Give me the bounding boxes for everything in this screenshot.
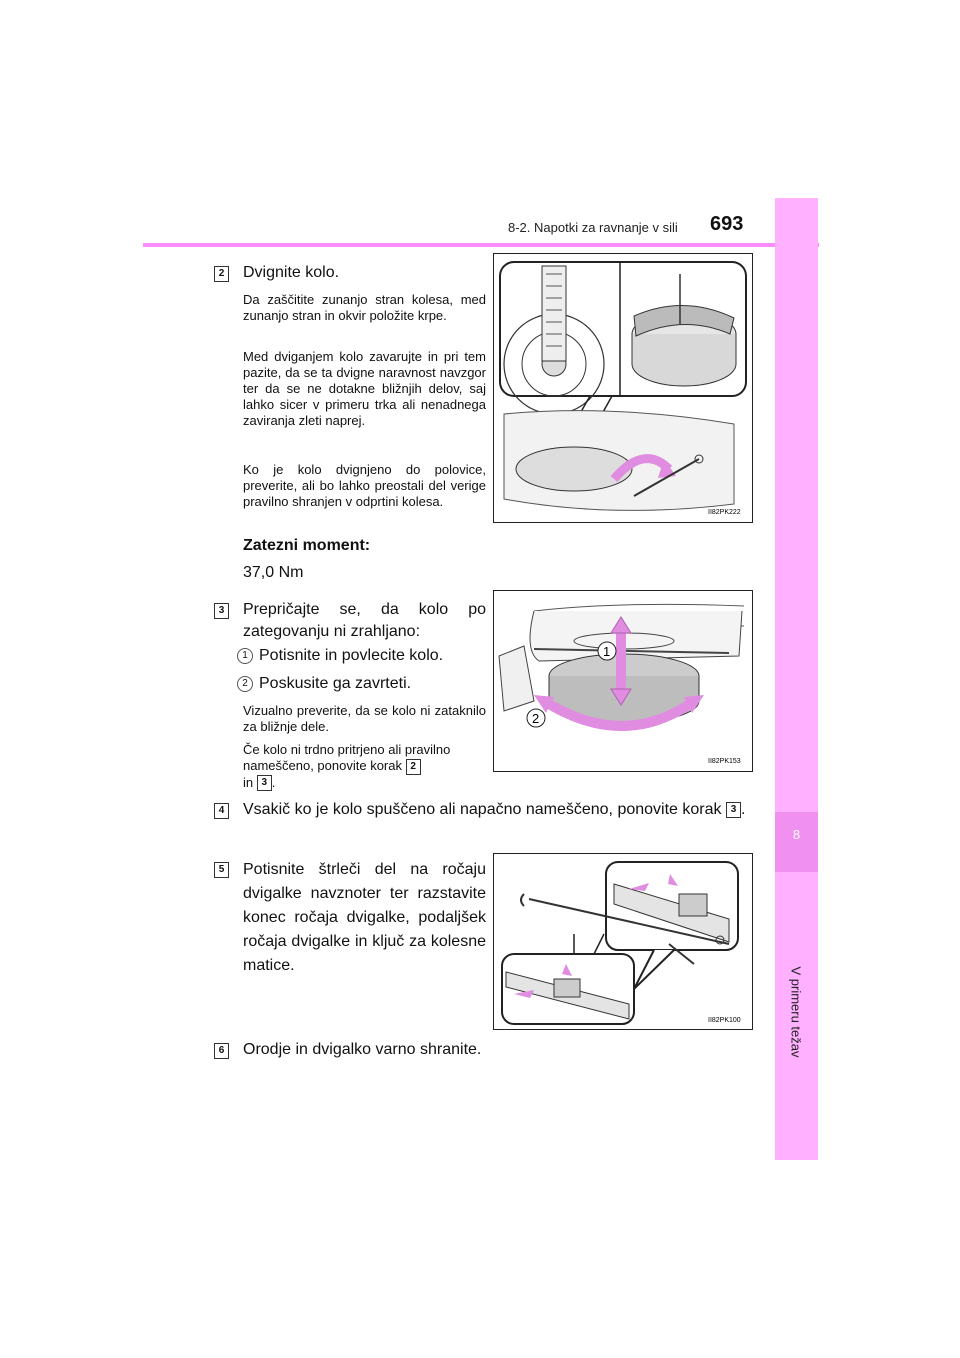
- wheel-lift-illustration: II82PK222: [499, 261, 747, 516]
- wheel-check-illustration: 1 2 II82PK153: [498, 603, 745, 765]
- ref-step-3[interactable]: 3: [256, 775, 272, 792]
- chapter-title: V primeru težav: [788, 966, 804, 1058]
- step-5-title: Potisnite štrleči del na ročaju dvigalke…: [243, 861, 486, 974]
- step-2-note-2: Med dviganjem kolo zavarujte in pri tem …: [243, 349, 486, 428]
- step-3-title: Prepričajte se, da kolo po zategovanju n…: [243, 601, 486, 640]
- page-number: 693: [710, 213, 744, 235]
- ref-period: .: [271, 774, 276, 790]
- step-4-text: Vsakič ko je kolo spuščeno ali napačno n…: [243, 799, 751, 821]
- figure-code-1: II82PK222: [708, 509, 741, 516]
- substep-1-text: Potisnite in povlecite kolo.: [259, 647, 444, 664]
- figure-code-2: II82PK153: [708, 758, 741, 765]
- section-title: 8-2. Napotki za ravnanje v sili: [508, 220, 678, 235]
- figure-label-1: 1: [603, 644, 610, 659]
- ref-step-2[interactable]: 2: [405, 758, 421, 775]
- step-2-note-1: Da zaščitite zunanjo stran kolesa, med z…: [243, 292, 486, 323]
- step-6-title: Orodje in dvigalko varno shranite.: [243, 1041, 482, 1058]
- ref-in-word: in: [243, 774, 254, 790]
- step-3-note-2: Če kolo ni trdno pritrjeno ali pravilno …: [243, 742, 501, 792]
- chapter-tab: [775, 198, 818, 1160]
- step-2-note-3: Ko je kolo dvignjeno do polovice, prever…: [243, 462, 486, 509]
- step-number-3: 3: [214, 603, 229, 619]
- step-number-2: 2: [214, 266, 229, 282]
- header-rule: [143, 243, 819, 247]
- step-number-6: 6: [214, 1043, 229, 1059]
- substep-1-marker: 1: [237, 648, 253, 664]
- step-3-note-1: Vizualno preverite, da se kolo ni zatakn…: [243, 703, 486, 734]
- chapter-tab-marker: [775, 812, 818, 872]
- figure-wheel-lift: II82PK222: [493, 253, 753, 523]
- figure-label-2: 2: [532, 711, 539, 726]
- step-4-text-main: Vsakič ko je kolo spuščeno ali napačno n…: [243, 801, 722, 818]
- chapter-number: 8: [792, 827, 801, 842]
- step-number-4: 4: [214, 803, 229, 819]
- substep-2-marker: 2: [237, 676, 253, 692]
- figure-wheel-check: 1 2 II82PK153: [493, 590, 753, 772]
- step-2-title: Dvignite kolo.: [243, 264, 340, 281]
- ref-step-3-b[interactable]: 3: [725, 801, 741, 818]
- torque-label: Zatezni moment:: [243, 537, 371, 554]
- figure-jack-handle: II82PK100: [493, 853, 753, 1030]
- substep-2-text: Poskusite ga zavrteti.: [259, 675, 412, 692]
- step-3-note-2-text: Če kolo ni trdno pritrjeno ali pravilno …: [243, 742, 451, 773]
- jack-handle-illustration: II82PK100: [501, 861, 741, 1025]
- step-4-period: .: [740, 801, 746, 818]
- torque-value: 37,0 Nm: [243, 564, 304, 581]
- step-number-5: 5: [214, 862, 229, 878]
- figure-code-3: II82PK100: [708, 1017, 741, 1024]
